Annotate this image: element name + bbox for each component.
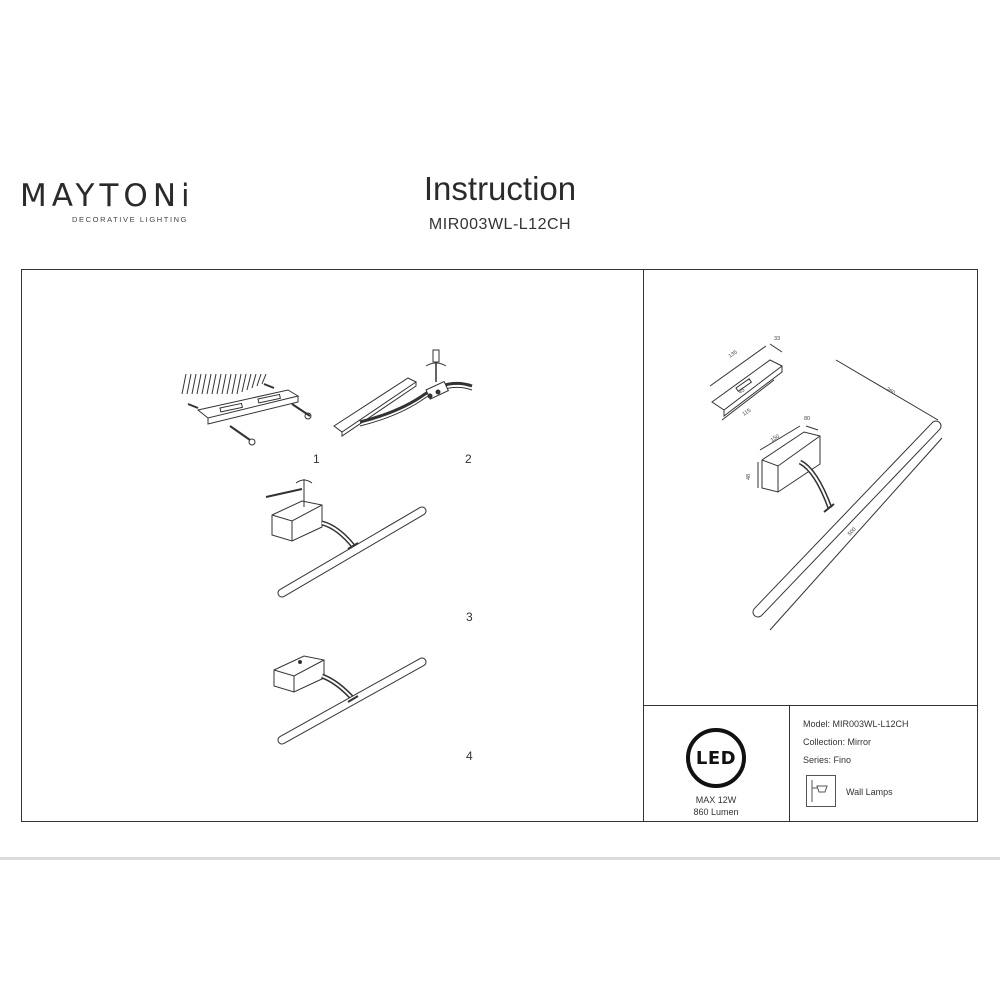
dim-body-length: 260 bbox=[885, 387, 896, 397]
wall-hatch bbox=[182, 374, 266, 394]
brand-name: MAYTONi bbox=[20, 178, 195, 214]
dim-bracket-length: 135 bbox=[728, 349, 739, 359]
step-4-label: 4 bbox=[466, 749, 473, 763]
wall-lamp-icon bbox=[806, 775, 836, 807]
instruction-frame bbox=[21, 269, 978, 822]
spec-power: MAX 12W bbox=[695, 795, 737, 805]
divider-horizontal bbox=[643, 705, 978, 706]
info-series: Series: Fino bbox=[803, 755, 852, 765]
spec-lumen: 860 Lumen bbox=[693, 807, 739, 817]
step-2-illustration bbox=[330, 350, 480, 445]
dimension-drawing: 135 33 115 45 260 500 150 80 48 bbox=[700, 336, 960, 650]
dim-bracket-hole: 115 bbox=[742, 408, 753, 418]
step-1-label: 1 bbox=[313, 452, 320, 466]
step-3-label: 3 bbox=[466, 610, 473, 624]
info-category: Wall Lamps bbox=[846, 787, 893, 797]
dim-base-height: 48 bbox=[746, 474, 752, 480]
dim-base-depth: 80 bbox=[804, 416, 810, 422]
divider-spec bbox=[789, 705, 790, 822]
led-badge: LED bbox=[686, 728, 746, 788]
info-collection: Collection: Mirror bbox=[803, 737, 872, 747]
led-badge-label: LED bbox=[695, 747, 737, 769]
dim-bracket-depth: 45 bbox=[738, 387, 746, 395]
divider-vertical bbox=[643, 269, 644, 822]
dim-base-width: 150 bbox=[770, 434, 781, 444]
dim-bar-length: 500 bbox=[847, 526, 858, 537]
brand-tagline: DECORATIVE LIGHTING bbox=[72, 215, 189, 224]
info-model: Model: MIR003WL-L12CH bbox=[803, 719, 909, 729]
brand-logo: MAYTONi DECORATIVE LIGHTING bbox=[20, 178, 200, 224]
dim-bracket-height: 33 bbox=[774, 336, 780, 342]
step-1-illustration bbox=[180, 370, 310, 450]
step-2-label: 2 bbox=[465, 452, 472, 466]
page-bottom-rule bbox=[0, 857, 1000, 860]
page-title: Instruction bbox=[423, 170, 577, 207]
step-3-illustration bbox=[262, 475, 442, 605]
model-number: MIR003WL-L12CH bbox=[428, 216, 572, 233]
step-4-illustration bbox=[262, 640, 442, 750]
